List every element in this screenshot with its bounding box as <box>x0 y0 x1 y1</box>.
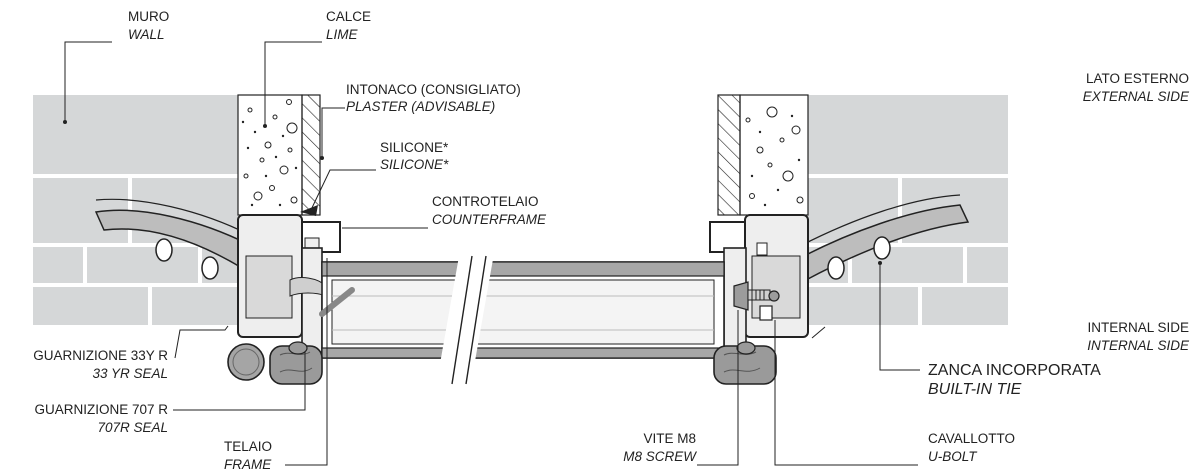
right-interior-trim <box>713 345 777 385</box>
svg-text:MURO: MURO <box>128 9 169 24</box>
label-external-side: LATO ESTERNO EXTERNAL SIDE <box>1083 71 1190 104</box>
left-counterframe-profile <box>237 214 341 338</box>
label-lime: CALCE LIME <box>326 9 371 42</box>
svg-text:WALL: WALL <box>128 27 165 42</box>
label-tie: ZANCA INCORPORATA BUILT-IN TIE <box>928 362 1101 398</box>
svg-text:TELAIO: TELAIO <box>224 439 272 454</box>
label-ubolt: CAVALLOTTO U-BOLT <box>928 431 1015 464</box>
svg-text:EXTERNAL SIDE: EXTERNAL SIDE <box>1083 89 1190 104</box>
svg-text:BUILT-IN TIE: BUILT-IN TIE <box>928 381 1022 398</box>
svg-text:CAVALLOTTO: CAVALLOTTO <box>928 431 1015 446</box>
window-sash <box>319 261 725 359</box>
svg-text:LATO ESTERNO: LATO ESTERNO <box>1086 71 1189 86</box>
leader-lines <box>63 41 920 466</box>
left-brick-wall <box>33 95 238 325</box>
svg-text:GUARNIZIONE 33Y R: GUARNIZIONE 33Y R <box>33 348 168 363</box>
svg-text:INTONACO (CONSIGLIATO): INTONACO (CONSIGLIATO) <box>346 82 521 97</box>
label-internal-side: INTERNAL SIDE INTERNAL SIDE <box>1087 320 1190 353</box>
svg-text:CONTROTELAIO: CONTROTELAIO <box>432 194 539 209</box>
label-screw: VITE M8 M8 SCREW <box>623 431 697 464</box>
svg-text:33 YR SEAL: 33 YR SEAL <box>92 366 168 381</box>
label-frame: TELAIO FRAME <box>224 439 272 472</box>
right-lime-layer <box>717 94 809 216</box>
right-built-in-tie <box>799 194 970 282</box>
u-bolt <box>759 305 773 321</box>
svg-text:GUARNIZIONE 707 R: GUARNIZIONE 707 R <box>34 402 168 417</box>
left-interior-trim <box>269 345 323 385</box>
svg-text:INTERNAL SIDE: INTERNAL SIDE <box>1087 320 1189 335</box>
m8-screw <box>733 281 780 311</box>
svg-text:707R SEAL: 707R SEAL <box>97 420 168 435</box>
svg-text:M8 SCREW: M8 SCREW <box>623 449 697 464</box>
break-lines <box>436 253 494 387</box>
svg-text:VITE M8: VITE M8 <box>643 431 696 446</box>
label-seal-707r: GUARNIZIONE 707 R 707R SEAL <box>34 402 168 435</box>
silicone-bead <box>300 205 318 216</box>
svg-text:U-BOLT: U-BOLT <box>928 449 978 464</box>
svg-text:SILICONE*: SILICONE* <box>380 140 449 155</box>
svg-text:PLASTER (ADVISABLE): PLASTER (ADVISABLE) <box>346 99 495 114</box>
svg-text:CALCE: CALCE <box>326 9 371 24</box>
seal-33yr <box>227 343 265 381</box>
label-silicone: SILICONE* SILICONE* <box>380 140 449 172</box>
svg-text:INTERNAL SIDE: INTERNAL SIDE <box>1087 338 1190 353</box>
label-seal-33yr: GUARNIZIONE 33Y R 33 YR SEAL <box>33 348 168 381</box>
left-built-in-tie <box>94 198 251 280</box>
label-wall: MURO WALL <box>128 9 169 42</box>
label-plaster: INTONACO (CONSIGLIATO) PLASTER (ADVISABL… <box>346 82 521 114</box>
svg-text:SILICONE*: SILICONE* <box>380 157 449 172</box>
svg-text:FRAME: FRAME <box>224 457 272 472</box>
left-lime-layer <box>237 94 321 216</box>
svg-text:LIME: LIME <box>326 27 359 42</box>
right-brick-wall <box>808 95 1008 325</box>
seal-707r <box>288 341 756 355</box>
label-counterframe: CONTROTELAIO COUNTERFRAME <box>432 194 547 227</box>
svg-text:COUNTERFRAME: COUNTERFRAME <box>432 212 547 227</box>
svg-text:ZANCA INCORPORATA: ZANCA INCORPORATA <box>928 362 1101 379</box>
